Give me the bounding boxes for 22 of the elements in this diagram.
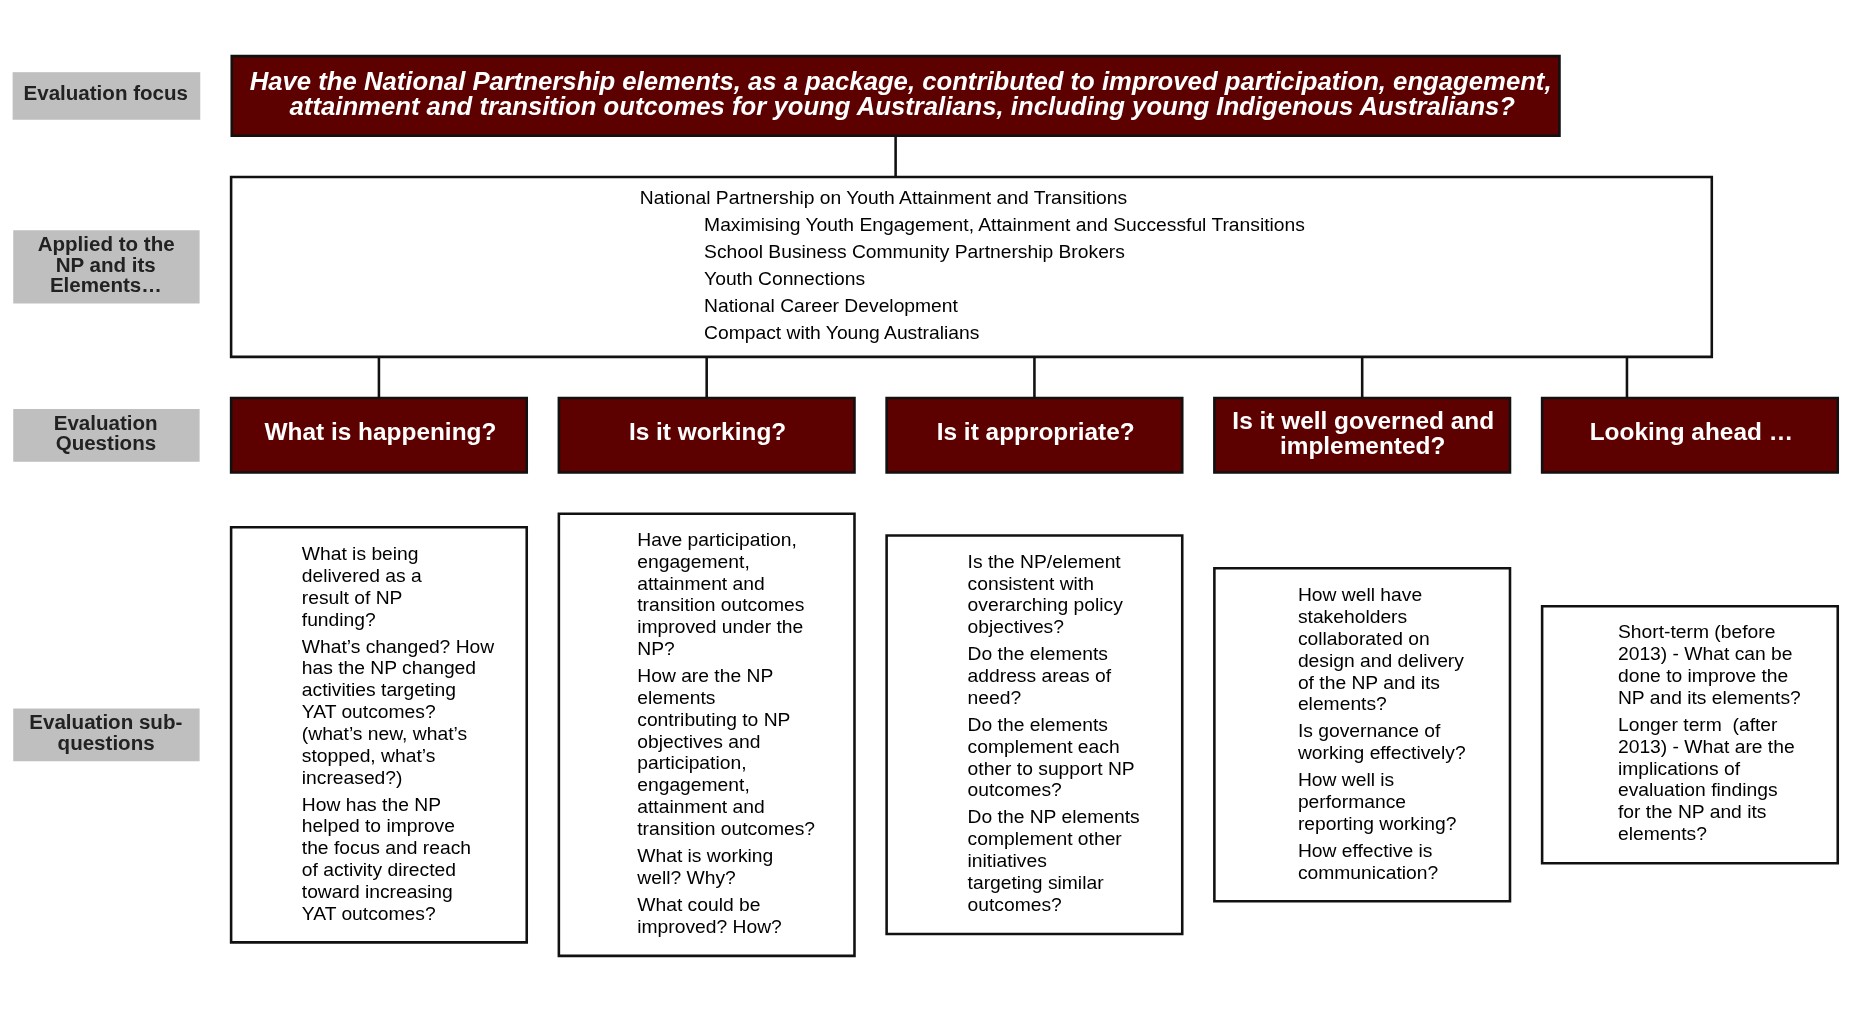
node-box: Short-term (before 2013) - What can be done to improve the NP and its elements? Longer term (after 2013) - What are the implications of evaluation findings for the NP and its elements?	[1540, 604, 1840, 865]
node-box: National Partnership on Youth Attainment and Transitions Maximising Youth Engagement, Attainment and Successful Transitions School Business Community Partnership Brokers Youth Connections National Career Development Compact with Young Australians	[229, 175, 1714, 359]
node-box: Looking ahead …	[1540, 396, 1840, 474]
node-box: Evaluation focus	[12, 72, 201, 120]
connector	[705, 357, 708, 398]
node-box: What is being delivered as a result of NP funding? What’s changed? How has the NP changed activities targeting YAT outcomes? (what’s new, what’s stopped, what’s increased?) How has the NP helped to improve the focus and reach of activity directed toward increasing YAT outcomes?	[229, 525, 528, 944]
connector	[1625, 357, 1629, 398]
node-box: Have the National Partnership elements, as a package, contributed to improved participation, engagement, attainment and transition outcomes for young Australians, including young Indigenous Australians?	[230, 54, 1561, 138]
connector	[377, 357, 381, 398]
node-box: Is it well governed and implemented?	[1213, 396, 1512, 474]
node-box: How well have stakeholders collaborated on design and delivery of the NP and its elements? Is governance of working effectively? How well is performance reporting working? How effective is communication?	[1213, 567, 1512, 903]
node-box: Evaluation Questions	[13, 408, 200, 462]
node-box: What is happening?	[229, 396, 528, 474]
connector	[894, 136, 897, 177]
node-box: Applied to the NP and its Elements…	[13, 230, 200, 304]
node-box: Is the NP/element consistent with overarching policy objectives? Do the elements address areas of need? Do the elements complement each other to support NP outcomes? Do the NP elements complement other initiatives targeting similar outcomes?	[885, 534, 1184, 936]
connector	[1033, 357, 1036, 398]
node-box: Have participation, engagement, attainment and transition outcomes improved under the NP? How are the NP elements contributing to NP objectives and participation, engagement, attainment and transition outcomes? What is working well? Why? What could be improved? How?	[557, 512, 856, 958]
node-box: Is it working?	[557, 396, 856, 474]
node-box: Is it appropriate?	[885, 396, 1184, 474]
connector	[1360, 357, 1364, 398]
node-box: Evaluation sub-questions	[13, 708, 200, 762]
